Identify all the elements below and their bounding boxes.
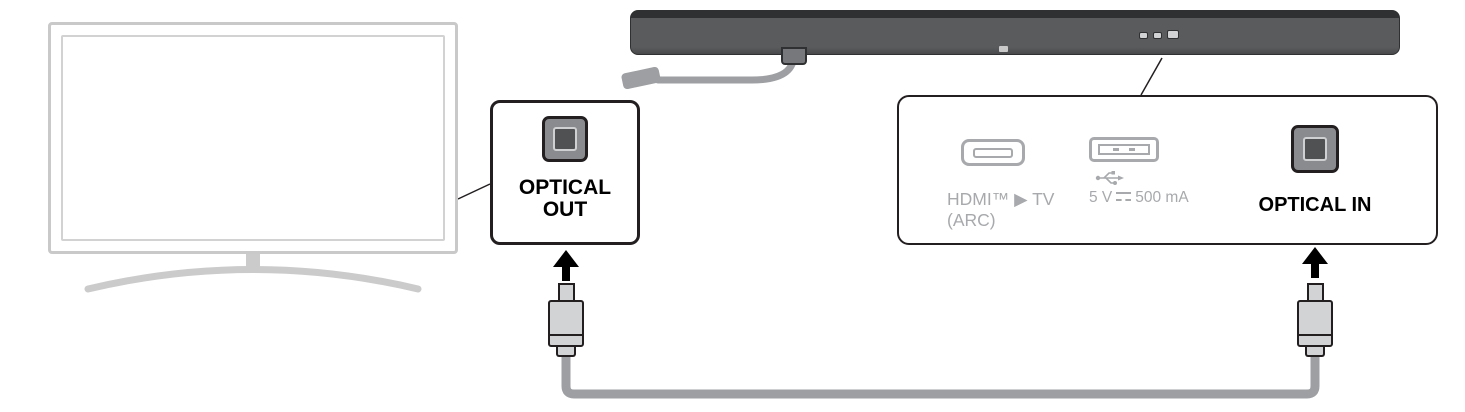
optical-in-port-icon [1291,125,1339,173]
optical-cable [561,348,1320,399]
hdmi-port-tongue [973,147,1013,158]
hdmi-label-line1: HDMI™ ▶ TV [947,189,1055,209]
arrow-head [1302,247,1328,264]
usb-pin-icon [1129,148,1135,151]
arrow-head [553,250,579,267]
optical-out-label: OPTICAL OUT [519,177,611,221]
plug-strain-relief [556,347,576,357]
up-arrow-icon [553,250,579,281]
soundbar-power-connector [781,47,807,65]
arrow-stem [1311,264,1319,278]
optical-out-label-line1: OPTICAL [518,176,612,199]
tv-illustration [48,22,458,254]
soundbar-leader-line [1140,57,1163,96]
optical-plug-icon [546,283,586,357]
optical-in-label: OPTICAL IN [1258,194,1372,216]
tv-stand-post [246,252,260,270]
plug-strain-relief [1305,347,1325,357]
hdmi-label-line2: (ARC) [947,210,996,230]
usb-voltage-text: 5 V [1089,189,1113,206]
plug-body [1297,300,1333,347]
power-plug-icon [621,66,661,90]
plug-tip [557,283,575,300]
optical-plug-icon [1295,283,1335,357]
hdmi-port-label: HDMI™ ▶ TV (ARC) [947,189,1054,231]
tv-leader-line [457,183,491,200]
dc-symbol-icon [1116,192,1132,202]
up-arrow-icon [1302,247,1328,278]
usb-pin-icon [1113,148,1119,151]
power-cable [654,50,798,84]
optical-out-port-core [553,127,577,151]
tv-screen [61,35,445,241]
usb-power-label: 5 V 500 mA [1089,189,1189,207]
optical-out-label-line2: OUT [542,198,588,221]
plug-tip [1306,283,1324,300]
plug-body [548,300,584,347]
soundbar-hdmi-port-mark [1139,32,1148,39]
soundbar-usb-port-mark [1153,32,1162,39]
soundbar-ports-panel: HDMI™ ▶ TV (ARC) 5 V 500 mA OPTICAL IN [897,95,1438,245]
optical-in-port-core [1303,137,1327,161]
soundbar-optical-port-mark [1167,30,1179,39]
usb-port-icon [1089,137,1159,162]
soundbar-port-group [1139,30,1179,39]
soundbar-mount-notch [999,46,1008,52]
optical-out-port-icon [542,116,588,162]
optical-out-callout: OPTICAL OUT [490,100,640,245]
hdmi-port-icon [961,139,1025,166]
tv-stand-base [84,266,422,293]
soundbar-illustration [630,10,1400,65]
arrow-stem [562,267,570,281]
usb-symbol-icon [1095,171,1124,185]
usb-current-text: 500 mA [1135,189,1189,206]
usb-port-tongue [1098,144,1150,155]
